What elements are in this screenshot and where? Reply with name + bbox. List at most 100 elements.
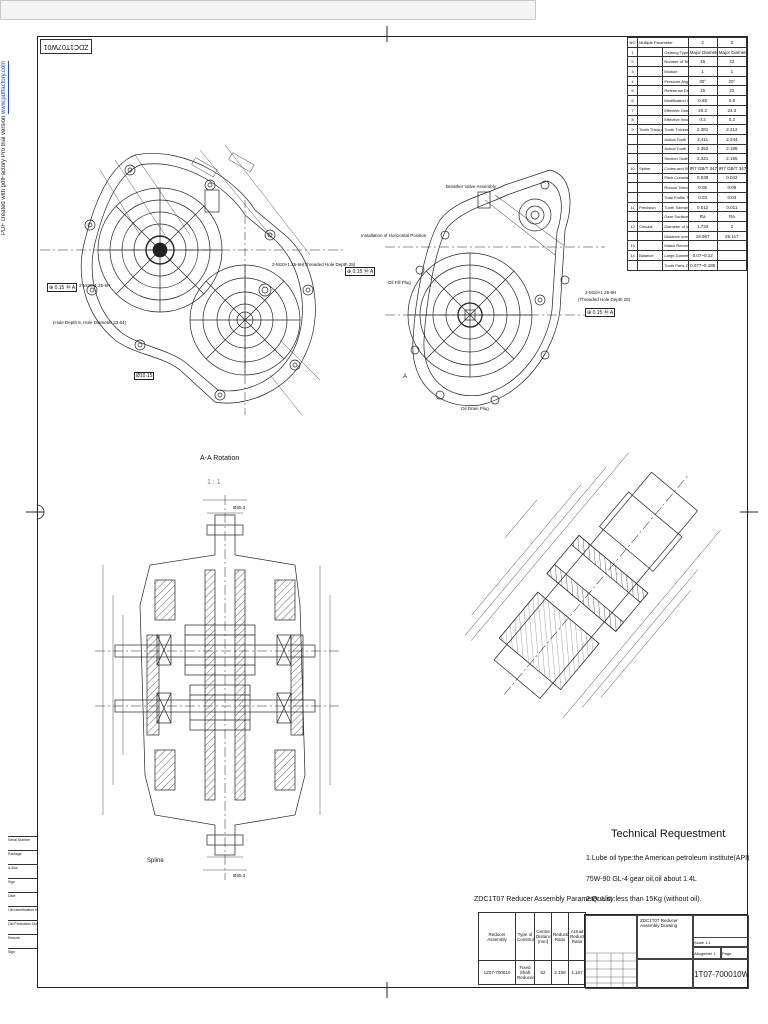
table-cell: 2 <box>716 221 748 232</box>
table-cell <box>637 182 664 193</box>
table-cell: Gearing Type <box>662 46 689 58</box>
table-cell <box>716 259 748 271</box>
table-cell <box>626 133 639 145</box>
table-cell <box>626 230 639 242</box>
table-cell: Diameter of Measuring Ball <box>662 221 689 232</box>
table-cell: 12 <box>626 221 639 232</box>
table-cell: Section Tooth Thickness Dmin <box>662 153 689 164</box>
tolerance-frame-2: ⊕ 0.15 Ⓜ A <box>345 267 376 276</box>
table-cell: Effective Outside Diameter(max) <box>662 104 689 116</box>
table-cell: 0.03 <box>687 192 718 203</box>
table-cell <box>637 75 664 87</box>
table-cell <box>637 95 664 106</box>
table-cell: Tooth Tolerance Fβ <box>662 201 689 213</box>
table-cell <box>716 240 748 252</box>
table-cell: Actual Tooth Thickness Dmin <box>662 143 689 155</box>
table-cell: Major Diameter Parallel <box>687 46 718 58</box>
section-view-aa <box>95 495 340 880</box>
table-cell: 20° <box>716 75 748 87</box>
table-cell: Tooth Thickness <box>637 124 664 135</box>
oil-fill-label: Oil Fill Plug <box>388 280 411 285</box>
table-cell: 2.212 <box>716 124 748 135</box>
table-cell: Pitch Cumulative Tolerance Fp <box>662 172 689 184</box>
strip-row: Package <box>8 850 38 857</box>
tech-line-3: 2.Quality:less than 15Kg (without oil). <box>586 896 702 903</box>
table-cell: 0.2 <box>716 114 748 126</box>
table-row: Tooth Parts Direction0.077~0.185 <box>626 259 748 271</box>
table-cell: Module <box>662 66 689 77</box>
table-cell: 22 <box>716 85 748 97</box>
table-cell: 2.321 <box>687 153 718 164</box>
table-cell <box>637 133 664 145</box>
table-cell <box>637 192 664 203</box>
table-cell <box>637 143 664 155</box>
strip-row: Rework <box>8 934 38 941</box>
table-cell: 0.05 <box>687 182 718 193</box>
table-cell <box>637 153 664 164</box>
table-cell: 9 <box>626 124 639 135</box>
table-cell: 1 <box>716 66 748 77</box>
section-scale: 1 : 1 <box>207 479 221 486</box>
table-cell: Gear Surface Roughness <box>662 211 689 223</box>
title-block-name: ZDC1T07 Reducer Assembly Drawing <box>637 915 693 959</box>
table-cell: 20.2 <box>687 104 718 116</box>
table-cell: 8 <box>626 114 639 126</box>
table-row: Runout Tolerance of Base Form Ff0.050.05 <box>626 182 748 193</box>
table-cell: 14 <box>626 250 639 261</box>
table-cell: Number of Teeth <box>662 56 689 68</box>
title-block-total: Altogether 1 <box>693 947 721 959</box>
table-cell: Circular <box>637 221 664 232</box>
table-cell: Ra <box>716 211 748 223</box>
strip-row: Serial Number <box>8 836 38 843</box>
table-cell: Effective Involute Form <box>662 114 689 126</box>
title-block-page: Page <box>721 947 749 959</box>
table-cell: 0.8 <box>716 95 748 106</box>
table-cell: 2.381 <box>687 124 718 135</box>
title-block-scale: Scale 1:1 <box>693 937 749 947</box>
tech-requirements-title: Technical Requestment <box>611 828 726 840</box>
table-cell: 2.244 <box>716 133 748 145</box>
spline-label: Spline <box>147 858 164 864</box>
param-list-title: ZDC1T07 Reducer Assembly Parameter List <box>474 896 613 903</box>
table-cell: 1 <box>687 66 718 77</box>
table-cell: 0.07~0.12 <box>687 250 718 261</box>
table-cell: Ra <box>687 211 718 223</box>
tolerance-frame-3: ⊕ 0.15 Ⓜ A <box>585 308 616 317</box>
table-cell: 2 <box>626 56 639 68</box>
table-cell <box>716 250 748 261</box>
section-dim-bottom: Ø35.3 <box>233 873 246 878</box>
table-cell: Tooth Thickness Dmax <box>662 124 689 135</box>
table-cell <box>626 192 639 203</box>
table-cell: 0.05 <box>716 182 748 193</box>
section-dim-top: Ø35.3 <box>233 505 246 510</box>
table-cell <box>626 153 639 164</box>
table-cell <box>637 240 664 252</box>
table-cell <box>637 259 664 271</box>
section-title: A-A Rotation <box>200 455 240 462</box>
table-cell: 13 <box>626 240 639 252</box>
table-cell <box>637 46 664 58</box>
title-block: ZDC1T07 Reducer Assembly Drawing Scale 1… <box>584 914 749 989</box>
table-cell <box>637 211 664 223</box>
threaded-hole-note-a: (Threaded Hole Depth 25) <box>303 262 356 267</box>
table-cell: 0.012 <box>687 201 718 213</box>
table-cell: 0.077~0.185 <box>687 259 718 271</box>
diameter-callout: Ø10.15 <box>134 372 155 380</box>
strip-row: Old Production Number <box>8 920 38 926</box>
param-list-table: Reducer Assembly Type of Construction Ce… <box>478 912 586 985</box>
installation-label: Installation of Horizontal Position <box>361 233 427 238</box>
table-cell <box>637 85 664 97</box>
table-cell <box>626 143 639 155</box>
table-cell <box>637 104 664 116</box>
